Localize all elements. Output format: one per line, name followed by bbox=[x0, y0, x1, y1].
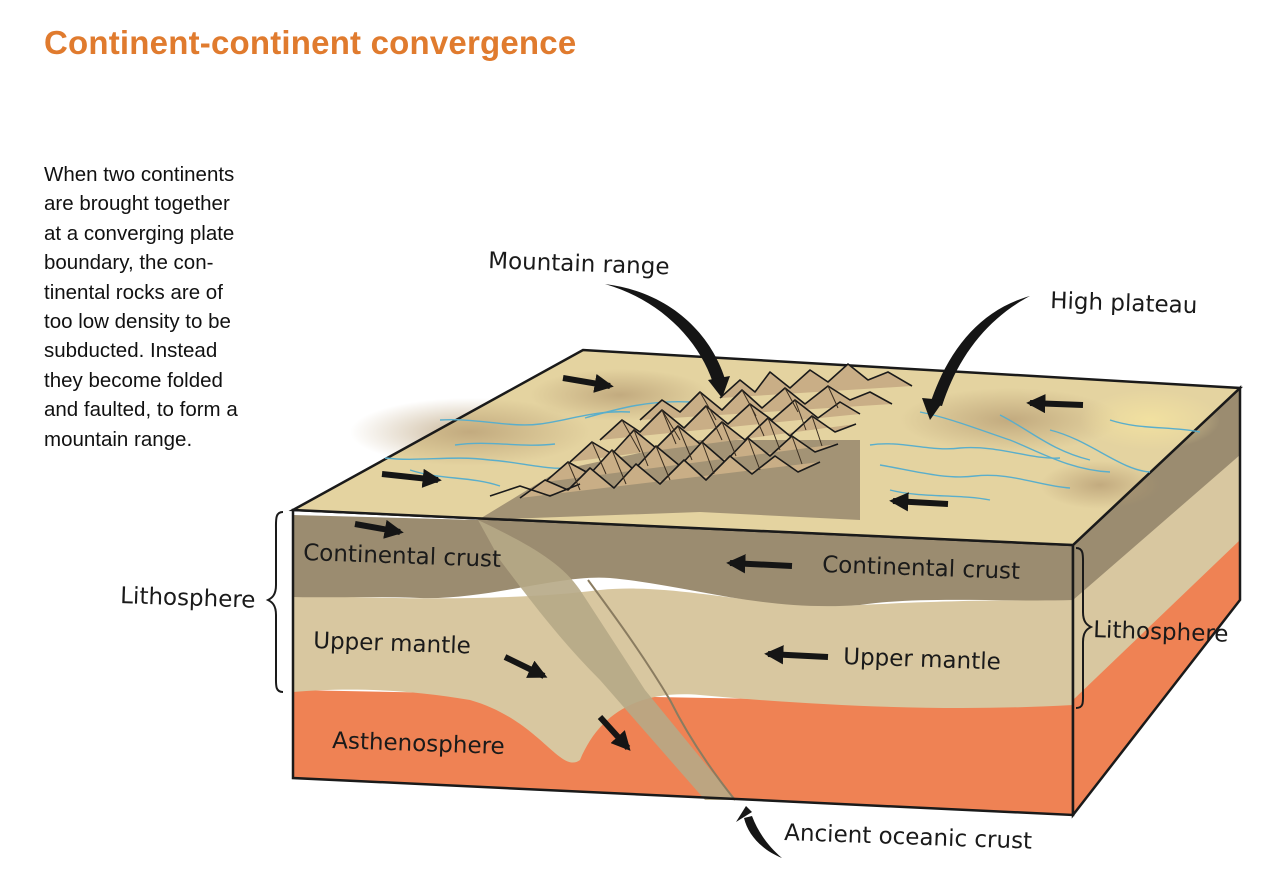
lithosphere-brace-left bbox=[265, 511, 284, 693]
description-line: too low density to be bbox=[44, 310, 231, 334]
description-line: tinental rocks are of bbox=[44, 280, 223, 304]
oceanic-crust-pointer-icon bbox=[744, 816, 782, 858]
mountain-range-label: Mountain range bbox=[488, 248, 670, 280]
arrow-right-icon bbox=[381, 468, 442, 488]
page-title: Continent-continent convergence bbox=[44, 24, 577, 61]
river-network bbox=[384, 400, 1201, 501]
description-text: When two continents are brought together… bbox=[44, 160, 294, 454]
subducting-slab bbox=[478, 520, 735, 800]
description-line: and faulted, to form a bbox=[44, 398, 238, 422]
description-line: boundary, the con- bbox=[44, 251, 214, 275]
upper-mantle-left-label: Upper mantle bbox=[313, 628, 471, 659]
ancient-oceanic-crust-label: Ancient oceanic crust bbox=[784, 820, 1033, 855]
arrow-right-icon bbox=[562, 373, 614, 393]
high-plateau-pointer-head-icon bbox=[922, 398, 944, 420]
mountain-ridge-lines bbox=[567, 385, 839, 491]
plate-motion-arrows bbox=[354, 373, 1084, 751]
lithosphere-right-label: Lithosphere bbox=[1093, 617, 1229, 648]
arrow-down-right-icon bbox=[503, 654, 548, 679]
lithosphere-brace-right bbox=[1075, 547, 1094, 709]
description-line: When two continents bbox=[44, 163, 235, 186]
arrow-right-icon bbox=[354, 519, 404, 539]
right-face-asthenosphere bbox=[1073, 540, 1240, 815]
mountain-range-pointer-icon bbox=[605, 284, 726, 386]
high-plateau-label: High plateau bbox=[1050, 288, 1198, 319]
upper-mantle-right-label: Upper mantle bbox=[843, 644, 1001, 675]
description-line: they become folded bbox=[44, 368, 223, 392]
arrow-left-icon bbox=[764, 645, 829, 665]
asthenosphere-label: Asthenosphere bbox=[332, 728, 505, 760]
oceanic-crust-pointer-head-icon bbox=[736, 806, 752, 822]
arrow-left-icon bbox=[889, 492, 949, 512]
high-plateau-pointer-icon bbox=[930, 296, 1030, 406]
arrow-left-icon bbox=[1026, 393, 1084, 414]
lithosphere-braces bbox=[265, 511, 1094, 709]
mountain-range-pointer-head-icon bbox=[708, 376, 730, 398]
right-face-mantle bbox=[1073, 455, 1240, 700]
slab-edge-line bbox=[587, 579, 736, 801]
top-surface-outline bbox=[288, 348, 1243, 547]
description-line: at a converging plate bbox=[44, 221, 235, 245]
description-line: mountain range. bbox=[44, 427, 193, 451]
arrow-left-icon bbox=[726, 554, 793, 574]
upper-mantle-layer bbox=[293, 588, 1073, 763]
description-line: are brought together bbox=[44, 192, 230, 216]
pointer-arrows bbox=[605, 284, 1030, 858]
lithosphere-left-label: Lithosphere bbox=[120, 583, 256, 614]
arrow-down-right-icon bbox=[597, 714, 631, 751]
description-line: subducted. Instead bbox=[44, 339, 218, 363]
